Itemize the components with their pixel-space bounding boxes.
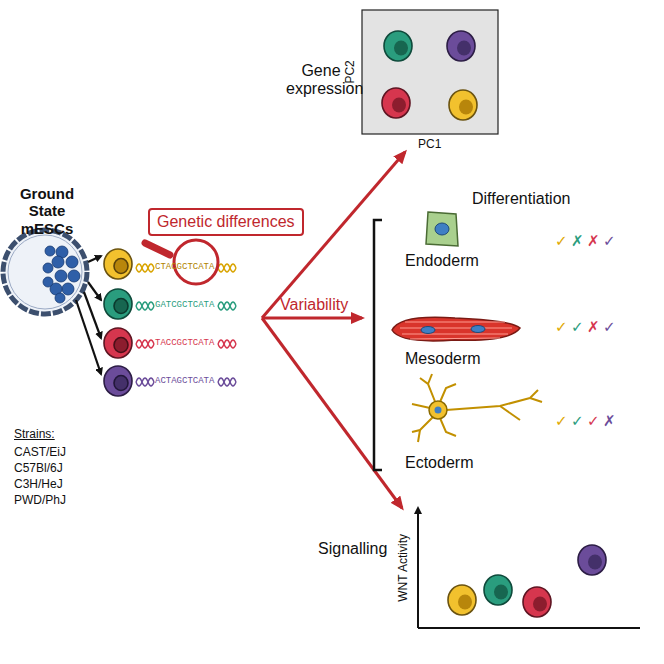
strains-heading: Strains: [14, 428, 55, 442]
box-text: Genetic differences [157, 213, 295, 231]
check-mark: ✗ [571, 232, 584, 249]
check-mark: ✓ [587, 412, 600, 429]
check-mark: ✗ [587, 232, 600, 249]
germ-layer-label: Endoderm [405, 252, 479, 270]
variability-arrows [262, 152, 405, 508]
endoderm-cell [426, 212, 458, 246]
axis-label: PC1 [418, 138, 441, 152]
germ-layer-label: Mesoderm [405, 350, 481, 368]
axis-label: WNT Activity [397, 534, 411, 602]
pca-plot [362, 10, 498, 134]
cell-arrows [76, 256, 101, 374]
check-mark: ✓ [571, 318, 584, 335]
strain-name: C57Bl/6J [14, 462, 63, 476]
germ-layer-label: Ectoderm [405, 454, 473, 472]
highlight-box: Genetic differences [148, 208, 304, 236]
strain-name: C3H/HeJ [14, 478, 63, 492]
check-mark: ✓ [555, 318, 568, 335]
check-mark: ✗ [603, 412, 616, 429]
dna-sequence: TACCGCTCATA [155, 338, 214, 348]
section-heading: Signalling [318, 540, 387, 558]
dna-sequence: ACTAGCTCATA [155, 376, 214, 386]
wnt-plot [418, 508, 640, 628]
check-mark: ✓ [555, 232, 568, 249]
magnifier [145, 240, 218, 284]
mesoderm-muscle [392, 317, 520, 341]
check-mark: ✗ [587, 318, 600, 335]
axis-label: PC2 [343, 60, 357, 83]
blastocyst [3, 230, 87, 314]
bracket [374, 220, 382, 470]
check-mark: ✓ [555, 412, 568, 429]
check-mark: ✓ [603, 318, 616, 335]
variability-stem [262, 317, 322, 320]
dna-sequence: CTACGCTCATA [155, 262, 214, 272]
title-text: Ground State mESCs [8, 185, 86, 237]
section-heading: Differentiation [472, 190, 570, 208]
arrow-label: Variability [280, 296, 348, 314]
check-mark: ✓ [571, 412, 584, 429]
strain-name: PWD/PhJ [14, 494, 66, 508]
check-mark: ✓ [603, 232, 616, 249]
ectoderm-neuron [412, 374, 542, 442]
dna-sequence: GATCGCTCATA [155, 300, 214, 310]
strain-name: CAST/EiJ [14, 446, 66, 460]
strain-cells [104, 249, 132, 396]
